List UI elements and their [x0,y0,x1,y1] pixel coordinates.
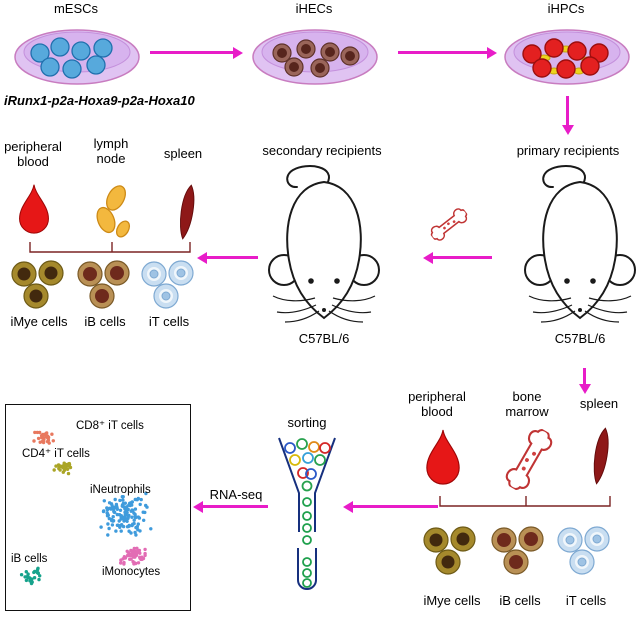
sorting-funnel-icon [278,437,336,590]
primary-recipients-title: primary recipients [516,143,620,158]
cluster-cd4-label: CD4⁺ iT cells [22,448,90,460]
arrow-organs-to-sorting [352,505,438,508]
sorted-cells [302,497,312,545]
spleen-icon-2 [593,427,609,485]
pri-imye-label: iMye cells [423,593,481,608]
cluster-ib-label: iB cells [11,553,48,565]
bone-transfer-icon [426,203,472,245]
arrow-ihecs-to-ihpcs [398,51,488,54]
secondary-mouse-icon [268,165,380,323]
mesc-cells [30,37,113,79]
pri-organ-spleen-label: spleen [579,396,619,411]
petri-dish-ihpcs-icon [504,29,630,85]
secondary-recipients-title: secondary recipients [262,143,382,158]
ib-cells-icon-2 [491,526,544,575]
lymph-node-icon [96,185,131,238]
petri-dish-mescs-icon [14,29,140,85]
arrow-mescs-to-ihecs [150,51,234,54]
it-cells-icon-2 [557,526,610,575]
pri-ib-label: iB cells [499,593,541,608]
sec-imye-label: iMye cells [10,314,68,329]
pri-it-label: iT cells [565,593,607,608]
spleen-icon [180,184,195,240]
blood-drop-icon [19,184,49,234]
it-cells-icon [141,260,194,309]
scatter-points [19,430,153,586]
sec-organ-lymph-node-label: lymph node [93,136,129,166]
secondary-strain-label: C57BL/6 [298,331,350,346]
pri-organ-bracket [439,496,611,507]
petri-dish-ihecs-icon [252,29,378,85]
construct-label: iRunx1-p2a-Hoxa9-p2a-Hoxa10 [4,93,195,108]
ib-cells-icon [77,260,130,309]
arrow-sorting-to-rnaseq [202,505,268,508]
primary-mouse-icon [524,165,636,323]
imye-cells-icon [11,260,64,309]
primary-strain-label: C57BL/6 [554,331,606,346]
ihpc-cells [522,38,609,79]
sec-organ-spleen-label: spleen [163,146,203,161]
cluster-imonocytes-label: iMonocytes [102,566,161,578]
pri-organ-bone-marrow-label: bone marrow [505,389,549,419]
sec-organ-bracket [29,242,191,253]
pri-organ-peripheral-blood-label: peripheral blood [408,389,466,419]
arrow-ihpcs-down [566,96,569,126]
rnaseq-label: RNA-seq [209,487,263,502]
label-ihpcs: iHPCs [547,1,585,16]
sorting-label: sorting [287,415,327,430]
ihec-cells [272,39,360,78]
sec-it-label: iT cells [148,314,190,329]
arrow-secondary-to-organs [206,256,258,259]
cluster-ineutrophils-label: iNeutrophils [90,484,151,496]
arrow-primary-to-secondary [432,256,492,259]
mixed-cells [284,438,331,492]
arrow-primary-down [583,368,586,385]
sec-ib-label: iB cells [84,314,126,329]
blood-drop-icon-2 [426,429,460,485]
imye-cells-icon-2 [423,526,476,575]
cluster-cd8-label: CD8⁺ iT cells [76,420,144,432]
scatter-plot: CD8⁺ iT cells CD4⁺ iT cells iNeutrophils… [5,404,191,611]
collection-tube [297,548,317,590]
label-ihecs: iHECs [295,1,333,16]
label-mescs: mESCs [53,1,99,16]
sec-organ-peripheral-blood-label: peripheral blood [4,139,62,169]
bone-marrow-icon [498,423,560,497]
